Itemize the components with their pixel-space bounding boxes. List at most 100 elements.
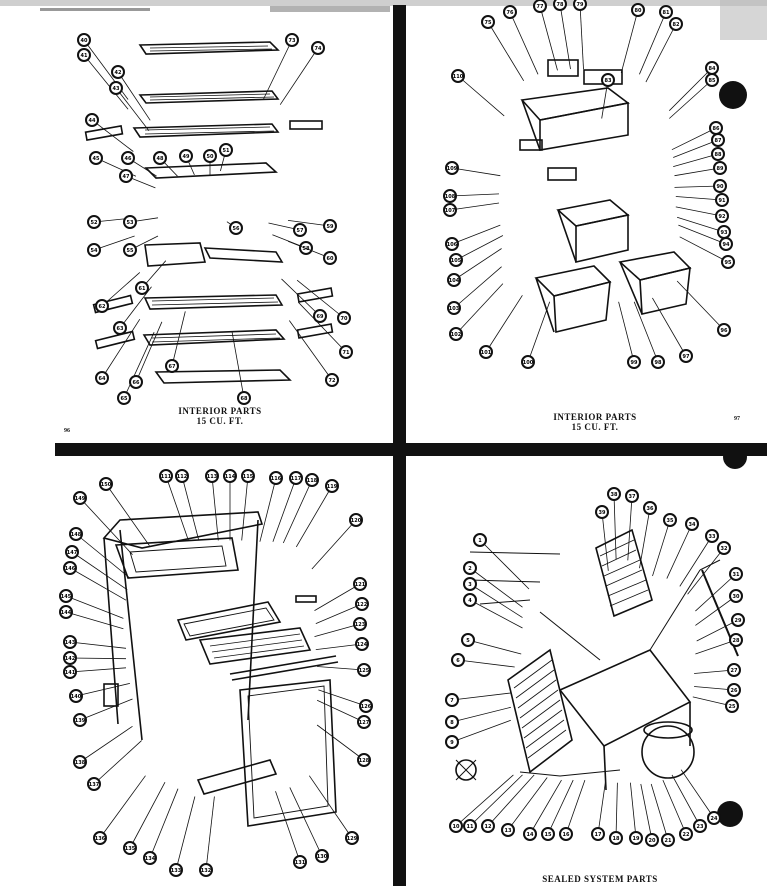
callout-bubble: 150 xyxy=(99,477,150,546)
callout-number: 143 xyxy=(65,640,76,646)
callout-number: 141 xyxy=(65,670,76,676)
callout-bubble: 22 xyxy=(662,779,693,841)
callout-bubble: 50 xyxy=(203,149,217,175)
callout-number: 106 xyxy=(447,242,458,248)
callout-bubble: 60 xyxy=(287,240,337,265)
callout-bubble: 62 xyxy=(95,272,141,313)
callout-number: 73 xyxy=(289,38,296,44)
callout-bubble: 47 xyxy=(119,169,156,189)
callout-number: 9 xyxy=(450,740,454,746)
callout-bubble: 53 xyxy=(123,215,159,229)
callout-bubble: 57 xyxy=(268,222,307,237)
callout-number: 40 xyxy=(81,38,88,44)
callout-bubble: 99 xyxy=(618,301,641,369)
callout-bubble: 104 xyxy=(447,248,502,287)
callout-bubble: 100 xyxy=(521,301,551,369)
callout-bubble: 48 xyxy=(153,151,178,177)
callout-bubble: 79 xyxy=(573,0,587,70)
callout-number: 78 xyxy=(557,2,564,8)
callout-number: 97 xyxy=(683,354,690,360)
callout-number: 82 xyxy=(673,22,680,28)
crisper-drawer-drawing xyxy=(519,59,692,334)
callout-bubble: 39 xyxy=(595,505,609,571)
callout-number: 136 xyxy=(95,836,106,842)
callout-number: 145 xyxy=(61,594,72,600)
callout-number: 144 xyxy=(61,610,72,616)
callout-number: 32 xyxy=(721,546,728,552)
callout-bubble: 127 xyxy=(316,699,371,729)
callout-number: 128 xyxy=(359,758,370,764)
callout-number: 120 xyxy=(351,518,362,524)
callout-bubble: 38 xyxy=(607,487,621,560)
callout-bubble: 23 xyxy=(671,774,707,833)
callout-number: 132 xyxy=(201,868,212,874)
callout-bubble: 74 xyxy=(279,41,325,105)
callout-bubble: 94 xyxy=(678,224,733,251)
callout-number: 95 xyxy=(725,260,732,266)
callout-bubble: 12 xyxy=(481,774,535,833)
callout-number: 3 xyxy=(468,582,472,588)
callout-number: 150 xyxy=(101,482,112,488)
callout-number: 99 xyxy=(631,360,638,366)
callout-bubble: 114 xyxy=(223,469,237,541)
callout-bubble: 120 xyxy=(311,513,363,570)
callout-number: 93 xyxy=(721,230,728,236)
callout-bubble: 121 xyxy=(314,577,367,611)
callout-number: 90 xyxy=(717,184,724,190)
callout-number: 112 xyxy=(177,474,188,480)
callout-bubble: 101 xyxy=(479,295,523,359)
callout-number: 43 xyxy=(113,86,120,92)
callout-bubble: 3 xyxy=(463,577,523,618)
callout-number: 45 xyxy=(93,156,100,162)
callout-bubble: 105 xyxy=(449,235,504,267)
callout-number: 105 xyxy=(451,258,462,264)
callout-bubble: 6 xyxy=(451,653,515,668)
caption-bottom-right: SEALED SYSTEM PARTS xyxy=(542,874,658,884)
callout-bubble: 123 xyxy=(314,617,367,637)
callout-bubble: 66 xyxy=(129,321,163,389)
callout-number: 123 xyxy=(355,622,366,628)
caption-line-1: INTERIOR PARTS xyxy=(178,406,262,416)
callout-bubble: 102 xyxy=(449,283,504,341)
callout-bubble: 117 xyxy=(272,471,303,542)
callout-bubble: 69 xyxy=(281,278,327,323)
callout-bubble: 98 xyxy=(633,301,665,369)
callout-bubble: 81 xyxy=(639,5,673,75)
callout-bubble: 67 xyxy=(165,311,186,373)
callout-number: 114 xyxy=(225,474,236,480)
callout-bubble: 138 xyxy=(73,725,133,769)
callout-number: 138 xyxy=(75,760,86,766)
callout-number: 53 xyxy=(127,220,134,226)
callout-number: 68 xyxy=(241,396,248,402)
callout-number: 39 xyxy=(599,510,606,516)
callout-bubble: 124 xyxy=(315,637,369,651)
callout-number: 140 xyxy=(71,694,82,700)
callout-number: 65 xyxy=(121,396,128,402)
callout-number: 36 xyxy=(647,506,654,512)
callout-bubble: 37 xyxy=(625,489,639,561)
callout-bubble: 77 xyxy=(533,0,558,71)
callout-number: 86 xyxy=(713,126,720,132)
callout-number: 54 xyxy=(91,248,98,254)
callout-bubble: 141 xyxy=(63,665,127,679)
callout-bubble: 143 xyxy=(63,635,127,649)
callout-bubble: 70 xyxy=(296,279,351,325)
callout-bubble: 1 xyxy=(473,533,530,590)
callout-bubble: 88 xyxy=(673,147,725,167)
callout-bubble: 4 xyxy=(463,593,523,629)
callout-number: 84 xyxy=(709,66,716,72)
callout-bubble: 149 xyxy=(73,491,133,555)
callout-number: 62 xyxy=(99,304,106,310)
callout-bubble: 46 xyxy=(121,151,157,177)
callout-bubble: 80 xyxy=(620,3,645,74)
callout-number: 18 xyxy=(613,836,620,842)
callout-number: 57 xyxy=(297,228,304,234)
callout-number: 41 xyxy=(81,53,88,59)
callout-bubble: 24 xyxy=(680,769,721,825)
callout-number: 26 xyxy=(731,688,738,694)
callout-number: 37 xyxy=(629,494,636,500)
callout-number: 133 xyxy=(171,868,182,874)
callout-bubble: 21 xyxy=(650,783,675,847)
callout-number: 16 xyxy=(563,832,570,838)
